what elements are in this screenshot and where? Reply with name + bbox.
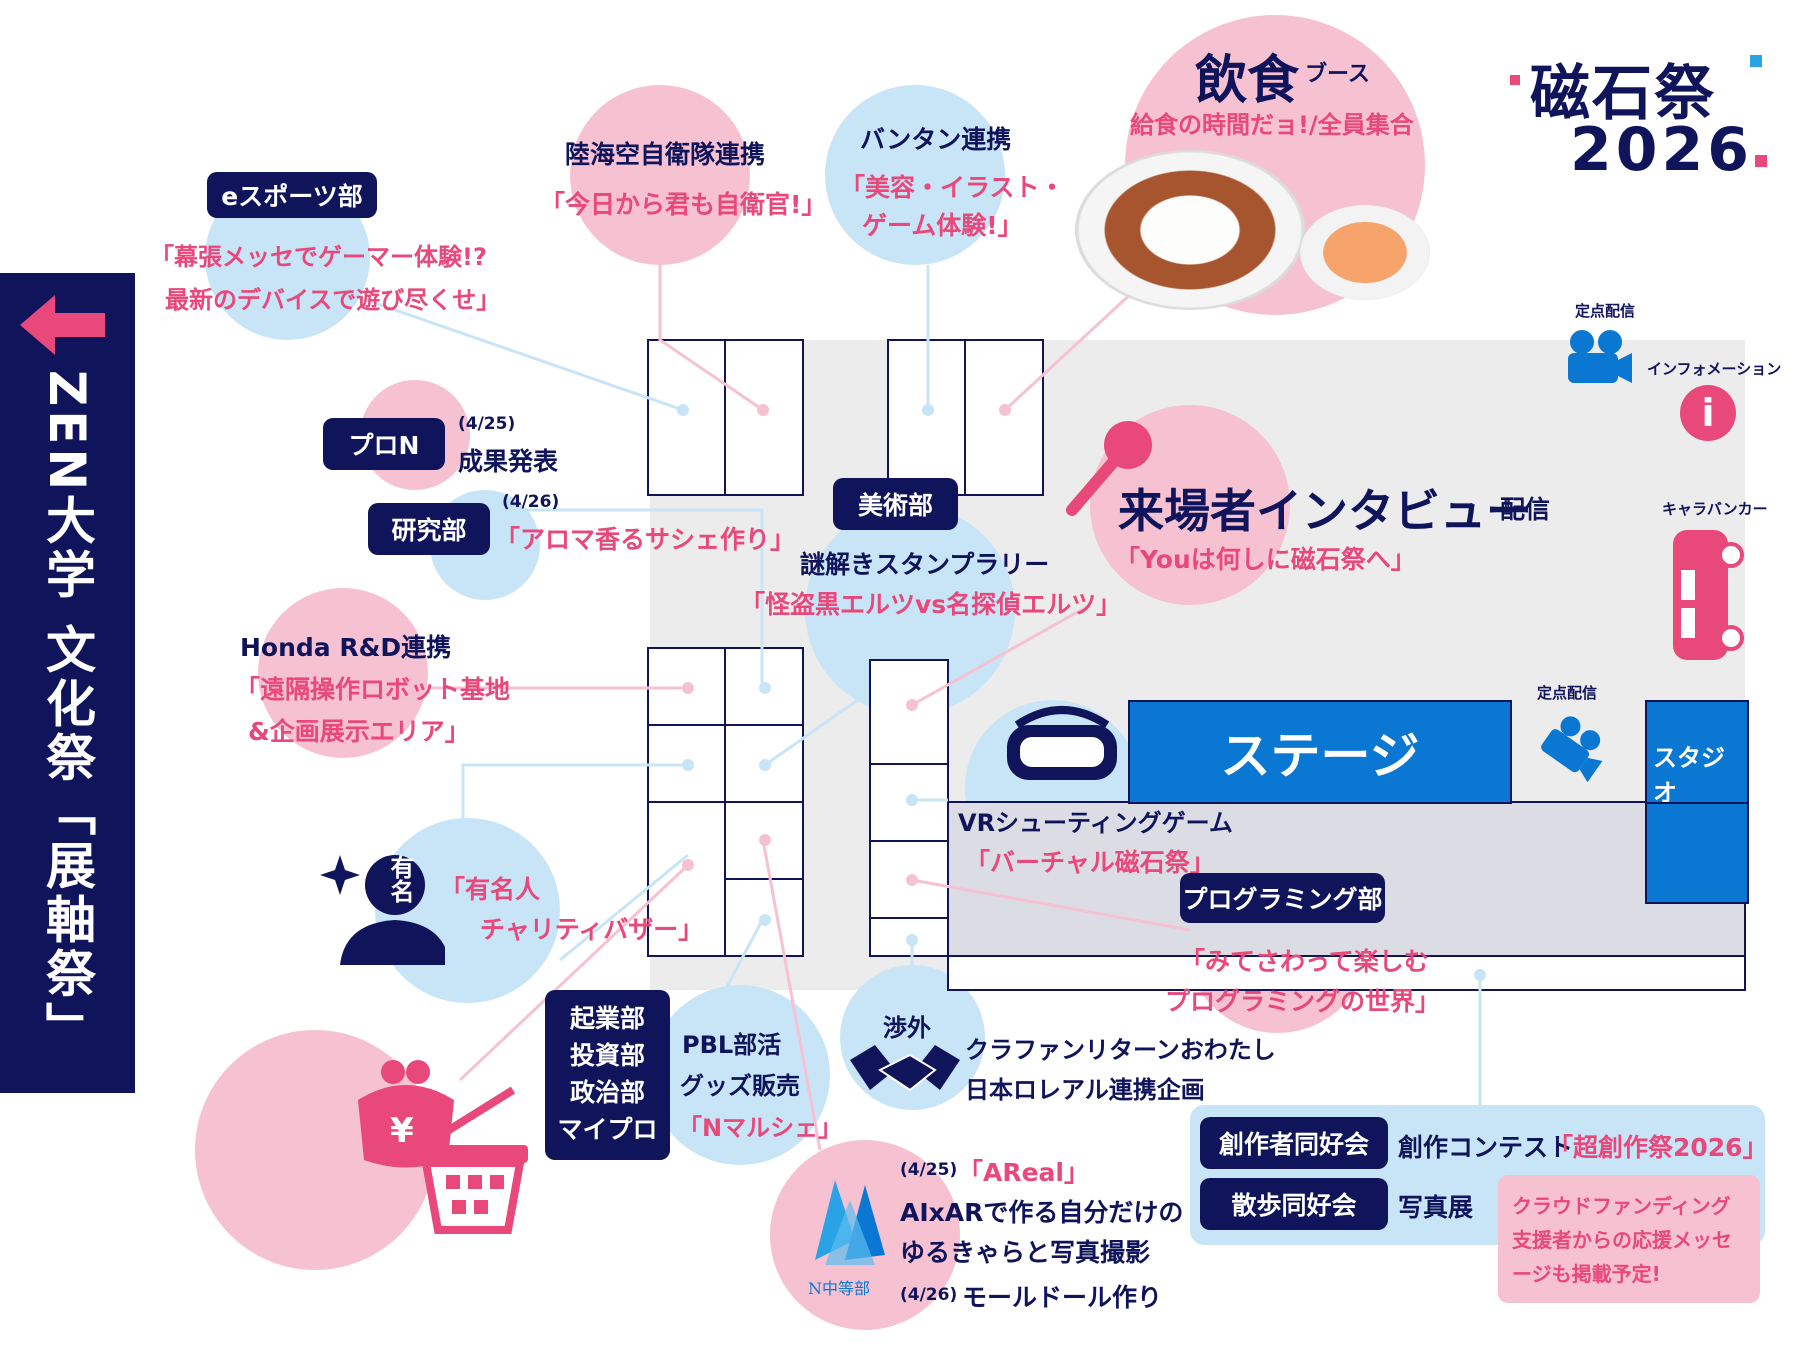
vr-desc: 「バーチャル磁石祭」: [965, 848, 1215, 877]
bg-circle-honda: [258, 588, 428, 758]
celebrity-desc-line1: 「有名人: [440, 875, 541, 904]
n-chutobu-logo-icon: [815, 1180, 885, 1265]
studio-area[interactable]: スタジオ: [1645, 700, 1749, 904]
back-arrow-icon[interactable]: [0, 285, 135, 365]
sidebar-title: ZEN大学 文化祭「展軸祭」: [38, 370, 96, 1056]
food-title: 飲食: [1195, 51, 1300, 111]
club-item: 起業部: [569, 1004, 645, 1033]
logo-text-top: 磁石祭: [1530, 59, 1716, 129]
celebrity-icon-text: 有名: [386, 855, 414, 903]
bg-circle-clubs: [650, 985, 830, 1165]
esports-tag[interactable]: eスポーツ部: [207, 172, 377, 218]
stage-area[interactable]: ステージ: [1128, 700, 1512, 804]
festival-logo: 磁石祭 2026: [1510, 45, 1780, 195]
clubs-title-line2: グッズ販売: [680, 1072, 800, 1100]
interview-desc: 「Youは何しに磁石祭へ」: [1115, 545, 1416, 574]
logo-text-bottom: 2026: [1570, 115, 1753, 185]
curry-plate-image: [1075, 150, 1305, 310]
n-chutobu-logo-text: N中等部: [808, 1279, 871, 1298]
handshake-icon: [850, 1045, 960, 1092]
crowdfunding-note: クラウドファンディング支援者からの応援メッセージも掲載予定!: [1498, 1175, 1760, 1303]
art-tag[interactable]: 美術部: [833, 478, 958, 530]
clubs-desc: 「Nマルシェ」: [678, 1114, 843, 1142]
bg-circle-jieitai: [570, 85, 750, 265]
pron-tag[interactable]: プロN: [323, 418, 445, 470]
shogai-tag: 渉外: [883, 1014, 931, 1042]
programming-desc-line2: プログラミングの世界」: [1165, 987, 1441, 1016]
jieitai-desc: 「今日から君も自衛官!」: [540, 190, 827, 219]
programming-desc-line1: 「みてさわって楽しむ: [1180, 947, 1429, 976]
programming-tag[interactable]: プログラミング部: [1180, 873, 1385, 923]
stage-label: ステージ: [1220, 727, 1420, 785]
bantan-title: バンタン連携: [860, 125, 1012, 154]
creators-contest-title: 「超創作祭2026」: [1548, 1133, 1768, 1162]
interview-title: 来場者インタビュー: [1118, 484, 1532, 538]
video-camera-icon-2: [1541, 716, 1603, 783]
club-item: マイプロ: [557, 1115, 658, 1144]
van-icon: [1673, 530, 1744, 660]
pron-desc: 成果発表: [458, 447, 559, 476]
shogai-desc-line1: クラファンリターンおわたし: [965, 1036, 1276, 1064]
nchu-date-2: (4/26): [900, 1285, 958, 1305]
food-caption: 給食の時間だョ!/全員集合: [1130, 111, 1414, 139]
shogai-desc-line2: 日本ロレアル連携企画: [965, 1076, 1205, 1104]
side-dish-image: [1300, 205, 1430, 300]
honda-desc-line2: &企画展示エリア」: [248, 717, 470, 746]
vr-title: VRシューティングゲーム: [958, 809, 1233, 837]
honda-title: Honda R&D連携: [240, 633, 452, 662]
creators-club-tag[interactable]: 創作者同好会: [1200, 1117, 1388, 1169]
bg-circle-bantan: [825, 85, 1005, 265]
creators-contest: 創作コンテスト: [1398, 1133, 1574, 1162]
sidebar: [0, 273, 135, 1093]
pron-date: (4/25): [458, 414, 516, 434]
fixed-stream-label-1: 定点配信: [1575, 302, 1636, 320]
svg-text:¥: ¥: [390, 1111, 414, 1151]
bantan-desc-line1: 「美容・イラスト・: [840, 173, 1065, 202]
research-desc: 「アロマ香るサシェ作り」: [495, 525, 796, 554]
art-desc-line1: 謎解きスタンプラリー: [800, 550, 1050, 579]
nchu-desc-line2: ゆるきゃらと写真撮影: [900, 1238, 1151, 1267]
celebrity-desc-line2: チャリティバザー」: [480, 915, 704, 944]
information-icon[interactable]: i: [1680, 385, 1736, 441]
research-tag[interactable]: 研究部: [368, 503, 490, 555]
vr-headset-icon: [1007, 706, 1117, 780]
esports-desc-line1: 「幕張メッセでゲーマー体験!?: [150, 243, 487, 271]
nchu-title-2: モールドール作り: [962, 1283, 1163, 1312]
food-title-suffix: ブース: [1305, 62, 1370, 87]
art-desc-line2: 「怪盗黒エルツvs名探偵エルツ」: [740, 590, 1122, 619]
nchu-desc-line1: AIxARで作る自分だけの: [900, 1198, 1184, 1227]
microphone-icon: [1066, 421, 1152, 516]
club-item: 政治部: [569, 1078, 645, 1107]
clubs-tag-box[interactable]: 起業部 投資部 政治部 マイプロ: [545, 990, 670, 1160]
research-date: (4/26): [502, 492, 560, 512]
jieitai-title: 陸海空自衛隊連携: [565, 140, 766, 169]
celebrity-silhouette-icon: [320, 855, 445, 965]
chara-van-label: キャラバンカー: [1662, 500, 1768, 518]
nchu-date-1: (4/25): [900, 1160, 958, 1180]
honda-desc-line1: 「遠隔操作ロボット基地: [235, 675, 511, 704]
bantan-desc-line2: ゲーム体験!」: [862, 211, 1023, 240]
video-camera-icon: [1568, 330, 1632, 383]
clubs-title-line1: PBL部活: [682, 1031, 782, 1059]
nchu-title-1: 「AReal」: [958, 1158, 1089, 1187]
walking-club-tag[interactable]: 散歩同好会: [1200, 1178, 1388, 1230]
club-item: 投資部: [569, 1041, 645, 1070]
wallet-basket-icon: ¥: [358, 1060, 528, 1234]
walking-club-desc: 写真展: [1398, 1193, 1474, 1222]
fixed-stream-label-2: 定点配信: [1537, 684, 1598, 702]
interview-suffix: 配信: [1500, 495, 1551, 524]
information-label: インフォメーション: [1647, 360, 1782, 378]
studio-label: スタジオ: [1653, 744, 1725, 807]
esports-desc-line2: 最新のデバイスで遊び尽くせ」: [165, 286, 501, 314]
